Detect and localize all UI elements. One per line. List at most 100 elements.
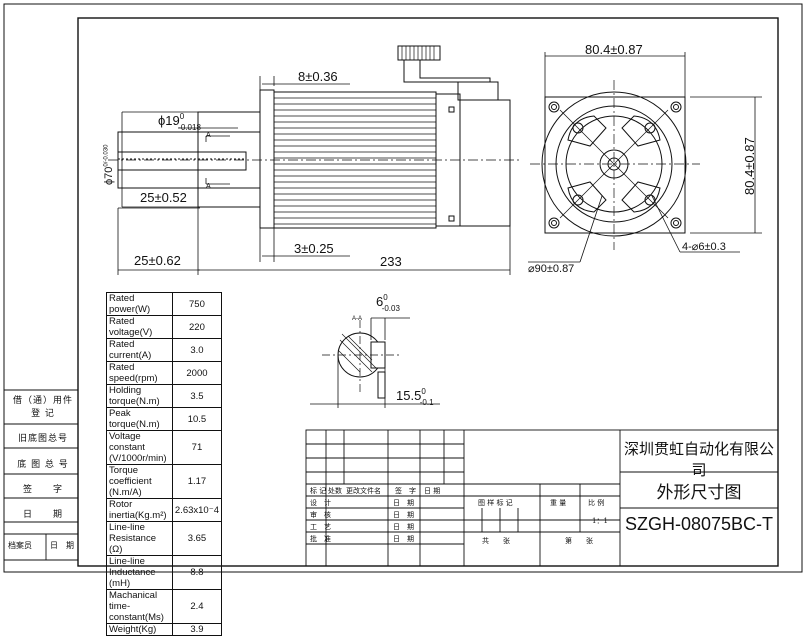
spec-label: Weight(Kg) [106,623,173,636]
spec-label: Machanical time-constant(Ms) [106,589,173,624]
spec-label: Torque coefficient (N.m/A) [106,464,173,499]
registry-archive-date: 日 期 [50,541,74,550]
spec-label: Rated speed(rpm) [106,361,173,385]
registry-sign: 签 字 [22,485,63,495]
section-aa-view [310,317,440,408]
spec-row: Rated current(A)3.0 [106,338,223,362]
spec-value: 2.63x10⁻4 [171,498,223,522]
key-h-tol-lower: -0.1 [419,398,434,407]
spec-row: Holding torque(N.m)3.5 [106,384,223,408]
section-aa-label: A-A [352,316,363,322]
spec-row: Peak torque(N.m)10.5 [106,407,223,431]
flange-pilot-value: ϕ70 [103,166,115,185]
tb-design: 设 计 [310,499,331,507]
shaft-diameter-value: ϕ19 [158,113,180,128]
tb-stage-mark: 图 样 标 记 [478,499,513,507]
tb-sheet: 第 张 [565,537,593,545]
spec-value: 3.9 [171,623,223,636]
side-view-dimensions [117,76,511,275]
spec-row: Rated speed(rpm)2000 [106,361,223,385]
spec-value: 220 [171,315,223,339]
shaft-length-label: 25±0.52 [140,190,187,205]
tb-signature: 签 字 [395,487,416,495]
spec-row: Voltage constant (V/1000r/min)71 [106,430,223,465]
spec-label: Line-line Inductance (mH) [106,555,173,590]
technical-drawing [3,3,803,573]
spec-row: Torque coefficient (N.m/A)1.17 [106,464,223,499]
spec-label: Voltage constant (V/1000r/min) [106,430,173,465]
key-tol-lower: -0.03 [381,304,400,313]
model-number: SZGH-08075BC-T [624,514,774,534]
drawing-sheet: 8±0.36 ϕ190-0.018 A A ϕ700/-0.030 25±0.5… [3,3,803,636]
body-length-label: 233 [380,254,402,269]
spec-value: 10.5 [171,407,223,431]
spec-label: Rated voltage(V) [106,315,173,339]
spec-label: Rated power(W) [106,292,173,316]
spec-value: 750 [171,292,223,316]
spec-value: 3.0 [171,338,223,362]
spec-label: Peak torque(N.m) [106,407,173,431]
tb-weight: 重 量 [550,499,567,507]
tb-change-doc: 更改文件名 [346,487,381,495]
tb-scale-value: 1：1 [592,517,608,525]
section-mark-top: A [206,132,211,139]
shaft-diameter-label: ϕ190 -0.018 [158,112,207,132]
registry-base-drawing: 底 图 总 号 [17,460,69,470]
tb-approve: 批 准 [310,535,331,543]
flange-thickness-value: 8±0.36 [298,69,338,84]
flange-thickness-label: 8±0.36 [298,69,338,84]
spec-label: Line-line Resistance (Ω) [106,521,173,556]
spec-label: Rated current(A) [106,338,173,362]
spec-value: 71 [171,430,223,465]
square-height-label: 80.4±0.87 [742,137,757,195]
drawing-title: 外形尺寸图 [656,483,742,503]
key-width-value: 6 [376,294,384,309]
registry-date: 日 期 [22,510,63,520]
section-mark-bottom: A [206,183,211,190]
registry-archive: 档案员 [8,541,32,550]
key-width-label: 60-0.03 [376,293,406,313]
key-h-tol-upper: 0 [421,387,426,396]
title-block-grid [305,429,779,567]
key-height-label: 15.50 -0.1 [396,387,440,407]
spec-value: 2.4 [171,589,223,624]
spec-label: Holding torque(N.m) [106,384,173,408]
tb-count: 处数 [328,487,342,495]
tb-date-4: 日 期 [393,535,414,543]
spec-row: Rated power(W)750 [106,292,223,316]
registry-strip [4,389,78,560]
tb-scale-label: 比 例 [588,499,605,507]
shaft-tol-lower: -0.018 [178,123,201,132]
front-view-dimensions [528,52,762,263]
company-name: 深圳贯虹自动化有限公司 [623,440,774,479]
tb-process: 工 艺 [310,523,331,531]
tb-date: 日 期 [424,487,441,495]
spec-row: Machanical time-constant(Ms)2.4 [106,589,223,624]
pilot-depth-label: 3±0.25 [294,241,334,256]
tb-check: 审 核 [310,511,331,519]
spec-value: 1.17 [171,464,223,499]
spec-value: 3.5 [171,384,223,408]
tb-date-1: 日 期 [393,499,414,507]
shaft-tol-upper: 0 [179,112,185,121]
holes-label: 4-⌀6±0.3 [682,241,726,253]
spec-row: Rotor inertia(Kg.m²)2.63x10⁻4 [106,498,223,522]
spec-row: Rated voltage(V)220 [106,315,223,339]
shaft-ext-label: 25±0.62 [134,253,181,268]
spec-label: Rotor inertia(Kg.m²) [106,498,173,522]
tb-date-2: 日 期 [393,511,414,519]
flange-pilot-label: ϕ700/-0.030 [103,145,115,185]
spec-row: Line-line Inductance (mH)8.8 [106,555,223,590]
tb-mark: 标 记 [310,487,327,495]
tb-date-3: 日 期 [393,523,414,531]
tb-total: 共 张 [482,537,510,545]
key-height-value: 15.5 [396,388,422,403]
square-width-label: 80.4±0.87 [585,42,643,57]
spec-value: 2000 [171,361,223,385]
spec-row: Line-line Resistance (Ω)3.65 [106,521,223,556]
spec-value: 3.65 [171,521,223,556]
bolt-circle-label: ⌀90±0.87 [528,263,575,275]
spec-row: Weight(Kg)3.9 [106,623,223,636]
registry-old-drawing: 旧底图总号 [17,434,68,444]
